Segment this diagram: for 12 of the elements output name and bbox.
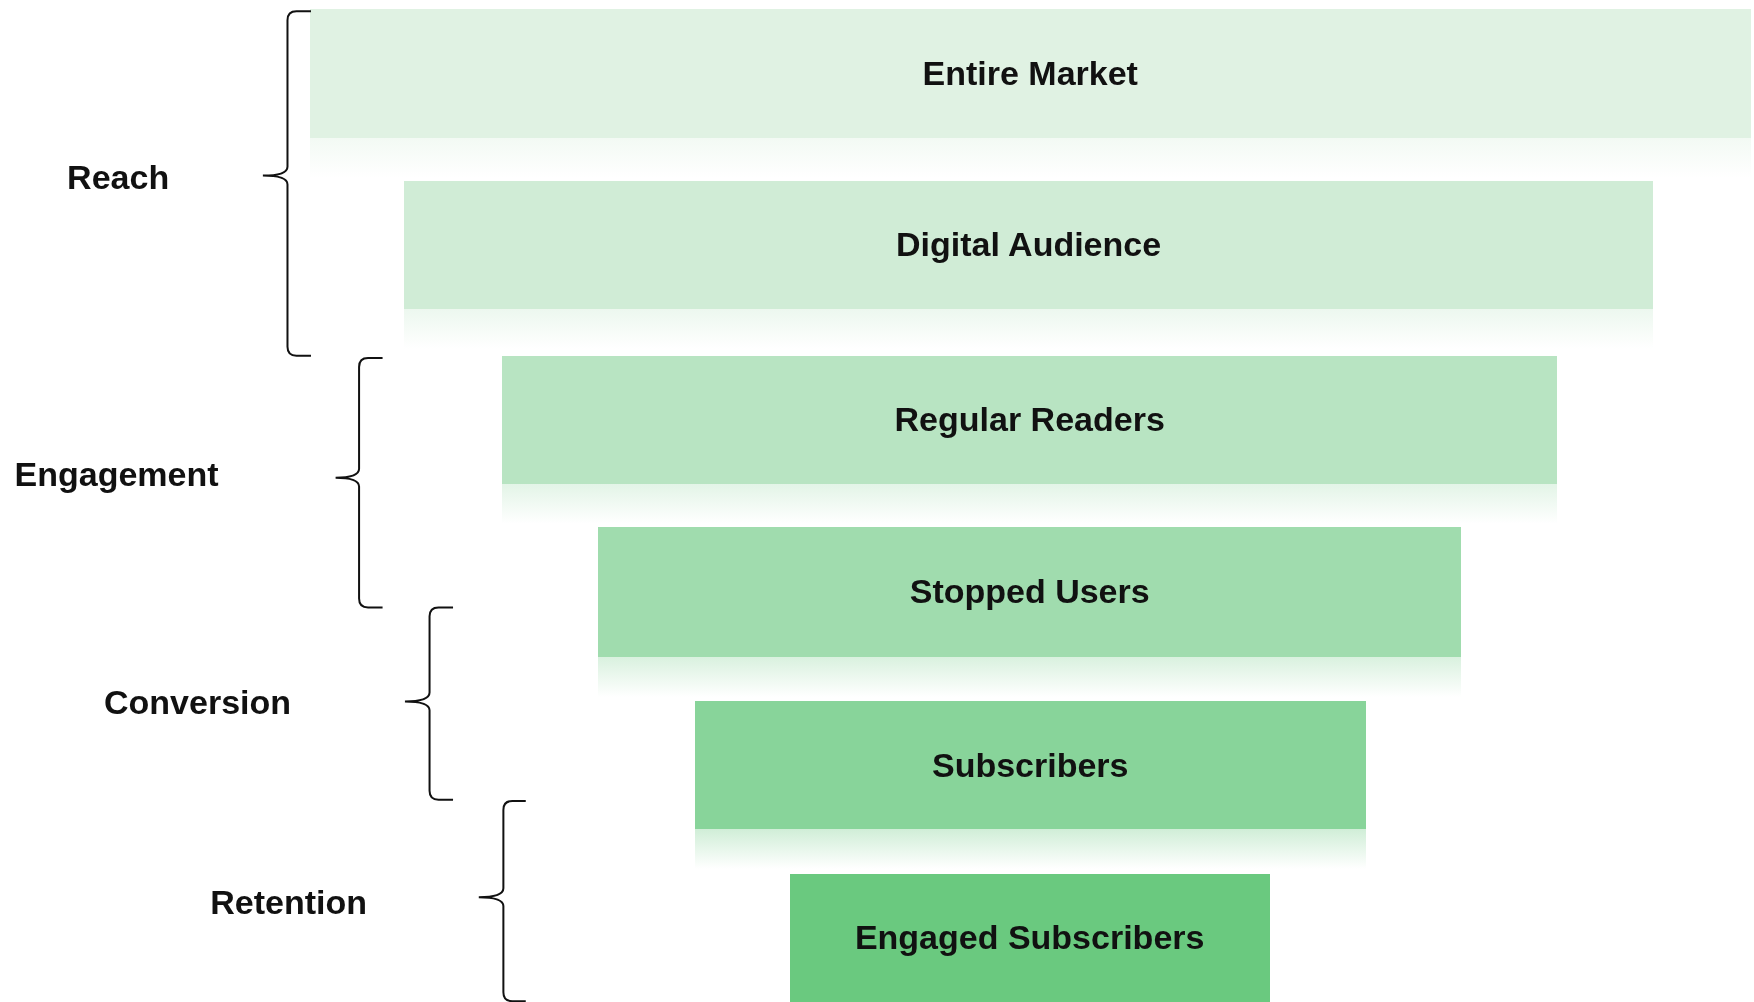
stage-label: Reach <box>67 157 170 197</box>
bar-label: Stopped Users <box>909 572 1150 612</box>
stage-label: Conversion <box>104 683 292 722</box>
bar-label: Digital Audience <box>896 225 1162 265</box>
funnel-bar <box>789 873 1270 1002</box>
stage-label: Engagement <box>14 454 219 494</box>
bar-label: Subscribers <box>931 745 1129 785</box>
bar-label: Entire Market <box>922 53 1138 93</box>
bar-label: Regular Readers <box>894 399 1165 439</box>
bar-label: Engaged Subscribers <box>854 917 1205 957</box>
stage-label: Retention <box>210 882 368 922</box>
funnel-bar <box>598 526 1461 697</box>
